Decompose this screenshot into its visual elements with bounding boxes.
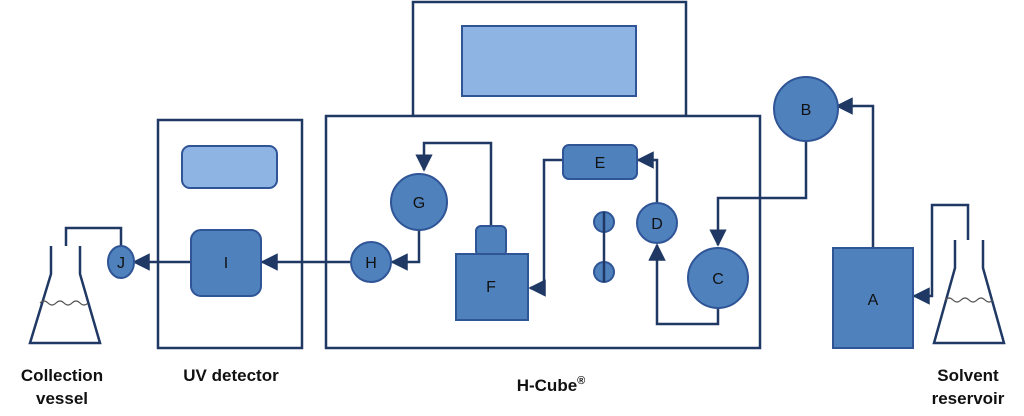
component-h: H: [350, 241, 392, 283]
component-g-label: G: [413, 195, 425, 212]
component-d-label: D: [651, 216, 663, 233]
flow-b-to-c: [709, 140, 808, 247]
component-d: D: [636, 202, 678, 244]
flow-a-to-b: [835, 97, 875, 248]
component-e: E: [562, 144, 638, 180]
flow-e-to-f: [528, 158, 563, 297]
component-c: C: [687, 247, 749, 309]
component-h-label: H: [365, 255, 377, 272]
component-f-label: F: [486, 279, 496, 296]
component-i-label: I: [224, 255, 228, 272]
component-g: G: [390, 173, 448, 231]
flow-d-to-e: [636, 151, 659, 203]
component-e-label: E: [595, 155, 606, 172]
uv-detector-screen: [181, 145, 278, 189]
component-a-label: A: [868, 292, 879, 309]
caption-hcube-text: H-Cube: [517, 376, 577, 395]
hcube-display-screen: [461, 25, 637, 97]
flow-f-to-g: [415, 141, 493, 226]
component-j: J: [107, 245, 135, 279]
valve-element: [593, 211, 615, 283]
component-i: I: [190, 229, 262, 297]
caption-hcube: H-Cube®: [517, 375, 586, 395]
component-a: A: [832, 247, 914, 349]
caption-uv-detector: UV detector: [183, 366, 279, 385]
caption-collection-line2: vessel: [36, 389, 88, 408]
solvent-reservoir-flask: [932, 240, 1006, 345]
component-b: B: [773, 76, 839, 142]
caption-hcube-mark: ®: [577, 375, 585, 387]
collection-vessel-flask: [28, 246, 102, 345]
flow-c-to-d: [648, 243, 720, 326]
caption-collection-line1: Collection: [21, 366, 103, 385]
caption-solvent-line1: Solvent: [937, 366, 999, 385]
component-b-label: B: [801, 102, 812, 119]
flow-reservoir-to-a: [912, 203, 970, 305]
flow-g-to-h: [390, 230, 421, 271]
caption-solvent-line2: reservoir: [932, 389, 1005, 408]
component-f: F: [455, 225, 529, 321]
component-c-label: C: [712, 271, 724, 288]
component-j-label: J: [117, 255, 125, 272]
